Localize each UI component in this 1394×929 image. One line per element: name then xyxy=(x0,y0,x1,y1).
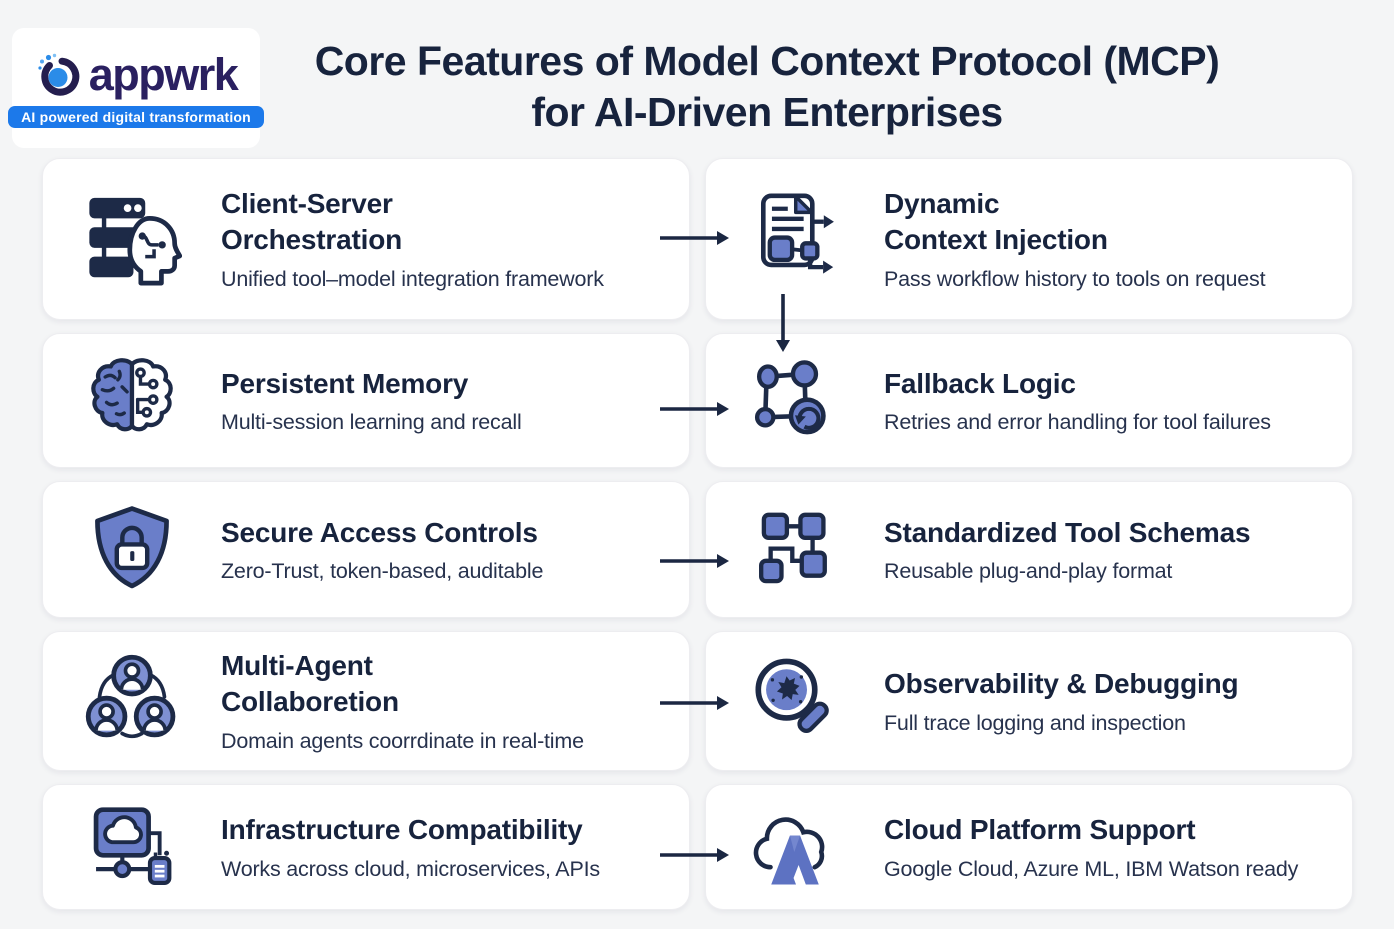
feature-title: Client-Server Orchestration xyxy=(221,188,402,255)
logo-box: appwrk AI powered digital transformation xyxy=(8,28,264,148)
feature-card-persistent-memory: Persistent Memory Multi-session learning… xyxy=(42,333,690,468)
feature-card-observability-debugging: Observability & Debugging Full trace log… xyxy=(705,631,1353,771)
feature-title: Multi-Agent Collaboretion xyxy=(221,650,399,717)
feature-title: Dynamic Context Injection xyxy=(884,188,1108,255)
document-context-icon xyxy=(736,190,854,288)
feature-description: Reusable plug-and-play format xyxy=(884,559,1173,584)
flow-arrow-right-row1 xyxy=(660,229,730,247)
feature-description: Multi-session learning and recall xyxy=(221,410,522,435)
feature-description: Full trace logging and inspection xyxy=(884,710,1186,735)
flow-arrow-right-row5 xyxy=(660,846,730,864)
feature-card-fallback-logic: Fallback Logic Retries and error handlin… xyxy=(705,333,1353,468)
feature-description: Unified tool–model integration framework xyxy=(221,266,604,291)
flow-arrow-down-context-to-fallback xyxy=(774,294,792,354)
feature-title: Standardized Tool Schemas xyxy=(884,516,1251,548)
feature-description: Zero-Trust, token-based, auditable xyxy=(221,559,544,584)
feature-card-client-server-orchestration: Client-Server Orchestration Unified tool… xyxy=(42,158,690,320)
logo-brand-text: appwrk xyxy=(88,49,239,100)
magnifier-bug-icon xyxy=(736,653,854,749)
feature-description: Domain agents coorrdinate in real-time xyxy=(221,728,584,753)
feature-description: Works across cloud, microservices, APIs xyxy=(221,856,600,881)
feature-title: Observability & Debugging xyxy=(884,668,1239,700)
features-grid: Client-Server Orchestration Unified tool… xyxy=(42,158,1353,910)
flow-arrow-right-row2 xyxy=(660,400,730,418)
feature-title: Fallback Logic xyxy=(884,367,1076,399)
feature-description: Retries and error handling for tool fail… xyxy=(884,410,1271,435)
feature-card-cloud-platform-support: Cloud Platform Support Google Cloud, Azu… xyxy=(705,784,1353,910)
feature-card-dynamic-context-injection: Dynamic Context Injection Pass workflow … xyxy=(705,158,1353,320)
brain-circuit-icon xyxy=(73,353,191,449)
feature-title: Persistent Memory xyxy=(221,367,469,399)
flow-arrow-right-row4 xyxy=(660,694,730,712)
tool-schema-icon xyxy=(736,504,854,596)
feature-title: Infrastructure Compatibility xyxy=(221,814,583,846)
feature-card-secure-access-controls: Secure Access Controls Zero-Trust, token… xyxy=(42,481,690,618)
feature-title: Cloud Platform Support xyxy=(884,814,1196,846)
appwrk-orbit-icon xyxy=(35,51,83,99)
cloud-a-icon xyxy=(736,798,854,896)
fallback-nodes-icon xyxy=(736,355,854,447)
flow-arrow-right-row3 xyxy=(660,552,730,570)
shield-lock-icon xyxy=(73,503,191,597)
feature-card-standardized-tool-schemas: Standardized Tool Schemas Reusable plug-… xyxy=(705,481,1353,618)
feature-card-multi-agent-collaboration: Multi-Agent Collaboretion Domain agents … xyxy=(42,631,690,771)
page-title: Core Features of Model Context Protocol … xyxy=(314,38,1220,136)
infrastructure-cloud-icon xyxy=(73,800,191,894)
server-ai-head-icon xyxy=(73,189,191,289)
feature-description: Pass workflow history to tools on reques… xyxy=(884,266,1266,291)
feature-description: Google Cloud, Azure ML, IBM Watson ready xyxy=(884,856,1299,881)
logo-tagline: AI powered digital transformation xyxy=(8,105,264,128)
multi-agent-icon xyxy=(73,653,191,749)
feature-title: Secure Access Controls xyxy=(221,516,538,548)
feature-card-infrastructure-compatibility: Infrastructure Compatibility Works acros… xyxy=(42,784,690,910)
